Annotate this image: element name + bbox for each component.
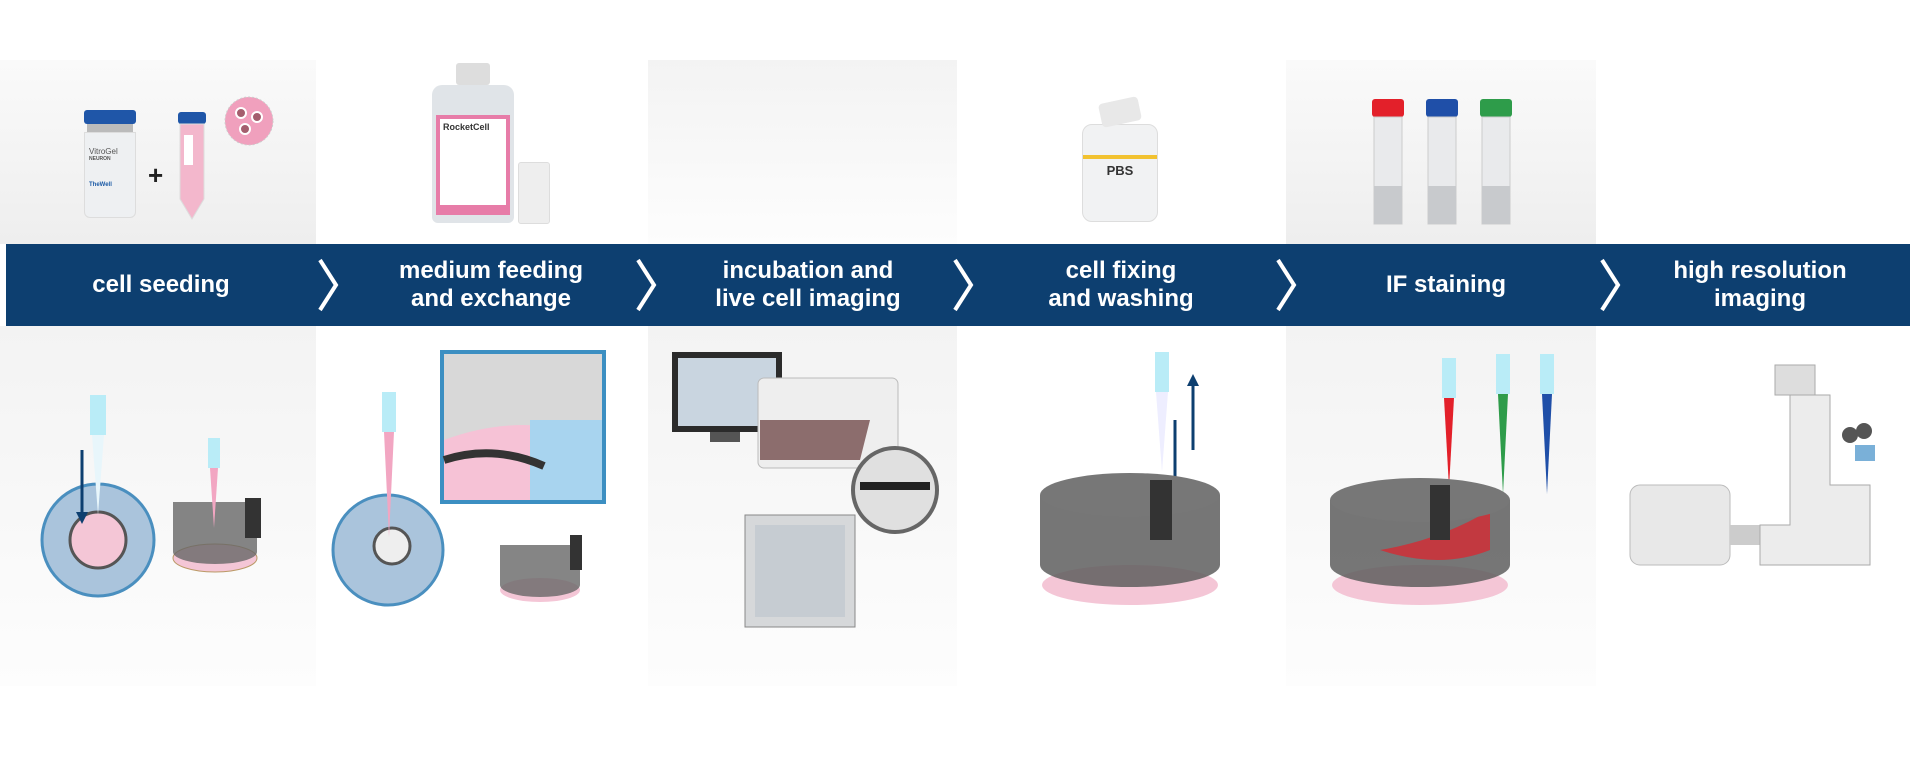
pbs-label: PBS [1106, 163, 1134, 178]
vial-label: VitroGel [89, 147, 118, 156]
vial-sub-label: NEURON [89, 156, 111, 162]
chevron-right-icon [318, 258, 339, 312]
step-cell-seeding: cell seeding [92, 271, 230, 298]
rocketcell-bottle: RocketCell [432, 63, 514, 223]
chevron-right-icon [953, 258, 974, 312]
chevron-right-icon [1276, 258, 1297, 312]
small-medium-bottle [518, 162, 550, 224]
medium-exchange-illustration [331, 350, 606, 607]
chevron-right-icon [1600, 258, 1621, 312]
pbs-bottle: PBS [1082, 96, 1158, 222]
brand-label: TheWell [89, 182, 112, 188]
incubation-illustration [672, 352, 939, 628]
antibody-tubes-icon [1372, 99, 1512, 225]
plus-sign: + [148, 160, 164, 190]
if-staining-illustration [1330, 354, 1554, 605]
cell-tube-icon [178, 96, 274, 220]
medium-label: RocketCell [440, 119, 506, 205]
vitrogel-vial: VitroGel NEURON TheWell [84, 110, 136, 220]
panel-top-incubation [648, 60, 957, 244]
step-if-staining: IF staining [1386, 271, 1506, 298]
seeding-illustration [40, 395, 261, 598]
fixing-washing-illustration [1040, 352, 1220, 605]
microscope-illustration [1629, 364, 1875, 566]
panel-top-seeding [0, 60, 316, 244]
chevron-right-icon [636, 258, 657, 312]
